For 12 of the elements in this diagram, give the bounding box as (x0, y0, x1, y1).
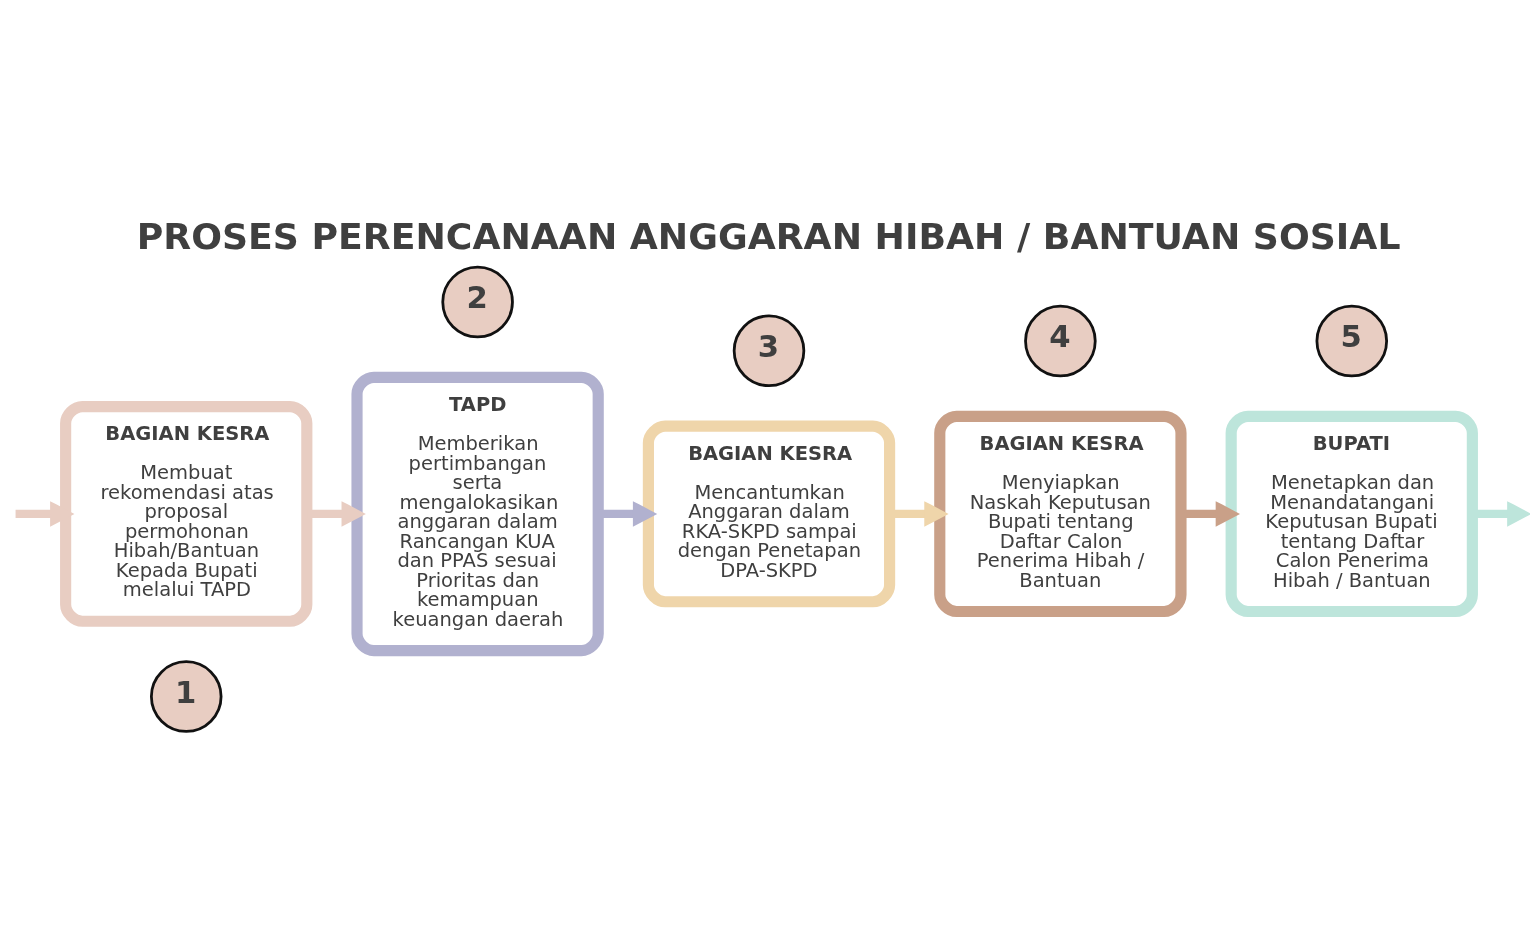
node-circle: 1 (150, 659, 223, 733)
node-box: BAGIAN KESRA Menyiapkan Naskah Keputusan Bupati tentang Daftar Calon Penerima Hibah / Bantuan (934, 410, 1187, 617)
node-box: BUPATI Menetapkan dan Menandatangani Keputusan Bupati tentang Daftar Calon Penerima Hibah / Bantuan (1225, 410, 1478, 617)
node-circle: 2 (441, 265, 514, 338)
node-circle: 4 (1024, 304, 1097, 377)
node-box: TAPD Memberikan pertimbangan serta mengalokasikan anggaran dalam Rancangan KUA dan PPAS sesuai Prioritas dan kemampuan keuangan daerah (351, 371, 604, 656)
arrow (15, 500, 75, 527)
node-circle: 3 (732, 314, 806, 387)
node-circle: 5 (1315, 304, 1388, 377)
node-box: BAGIAN KESRA Membuat rekomendasi atas proposal permohonan Hibah/Bantuan Kepada Bupati melalui TAPD (60, 400, 313, 627)
node-box: BAGIAN KESRA Mencantumkan Anggaran dalam RKA-SKPD sampai dengan Penetapan DPA-SKPD (642, 420, 896, 607)
diagram-title: PROSES PERENCANAAN ANGGARAN HIBAH / BANTUAN SOSIAL (136, 214, 1401, 258)
